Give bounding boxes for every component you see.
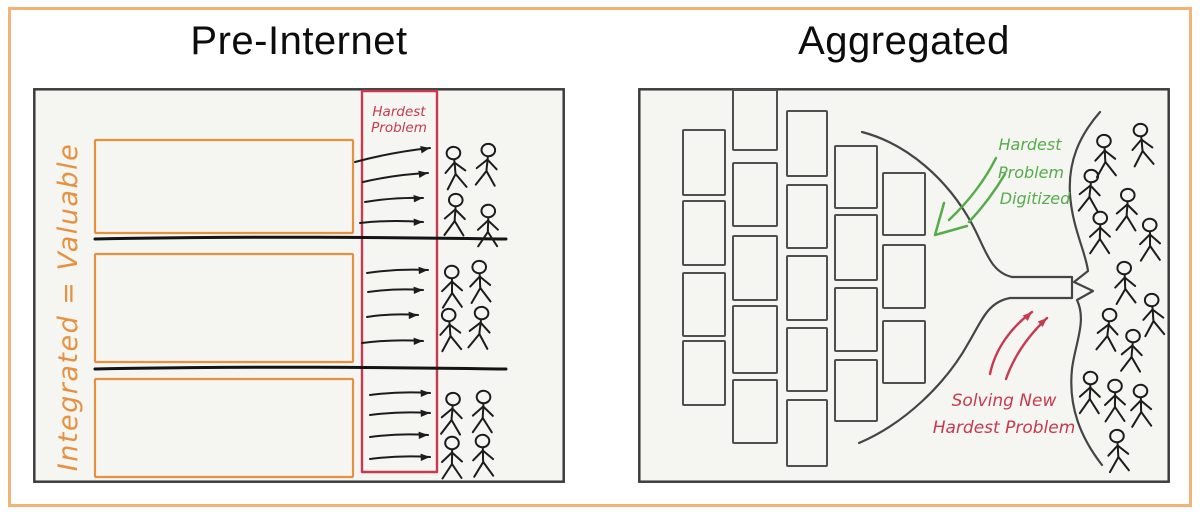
crowd-brace-line: [1068, 110, 1104, 467]
arrowhead-icon: [420, 146, 430, 154]
supplier-box: [786, 399, 828, 467]
supplier-box: [682, 129, 726, 196]
left-panel-title: Pre-Internet: [190, 19, 408, 63]
supplier-box: [882, 172, 926, 236]
right-panel-title: Aggregated: [798, 19, 1010, 63]
supplier-box: [834, 287, 878, 352]
hardest-problem-box: [360, 89, 439, 474]
supplier-box: [732, 235, 778, 301]
supplier-box: [882, 244, 926, 309]
integrated-company-box: [93, 377, 355, 479]
integrated-valuable-label: Integrated = Valuable: [53, 143, 84, 471]
supplier-box: [732, 379, 778, 444]
market-divider-line: [93, 365, 508, 371]
supplier-box: [682, 200, 726, 266]
arrowhead-icon: [413, 218, 423, 226]
arrowhead-icon: [418, 431, 428, 440]
supplier-box: [882, 320, 926, 384]
arrowhead-icon: [418, 266, 428, 275]
arrowhead-icon: [420, 409, 430, 418]
funnel-line: [857, 130, 1074, 445]
pre-internet-panel-border: [33, 88, 565, 483]
solving-label-line1: Solving New: [952, 391, 1057, 411]
arrowhead-icon: [420, 453, 430, 462]
supplier-box: [682, 340, 726, 406]
solving-arrow-icon: [988, 310, 1049, 381]
supplier-box: [834, 359, 878, 422]
integrated-company-box: [93, 252, 355, 364]
market-divider-line: [93, 235, 508, 241]
digitized-label-line1: Hardest: [998, 135, 1062, 154]
pre-internet-panel: Integrated = Valuable Hardest Problem: [33, 88, 565, 483]
supplier-box: [682, 272, 726, 337]
arrowhead-icon: [413, 337, 423, 346]
supplier-box: [786, 327, 828, 392]
hardest-problem-label-line1: Hardest: [372, 104, 426, 120]
supplier-box: [834, 145, 878, 209]
arrowhead-icon: [413, 286, 423, 295]
hardest-problem-label-line2: Problem: [371, 120, 427, 136]
arrowhead-icon: [420, 389, 430, 398]
arrowhead-icon: [418, 170, 428, 178]
digitized-label-line3: Digitized: [1000, 189, 1071, 208]
supplier-box: [786, 110, 828, 177]
solving-label-line2: Hardest Problem: [933, 418, 1076, 438]
integrated-company-box: [93, 138, 355, 235]
supplier-box: [786, 255, 828, 321]
supplier-box: [732, 89, 778, 151]
supplier-box: [732, 162, 778, 227]
supplier-box: [786, 184, 828, 249]
supplier-box: [834, 214, 878, 281]
arrowhead-icon: [413, 194, 423, 203]
outer-frame: [8, 7, 1192, 507]
digitized-label-line2: Problem: [998, 163, 1064, 182]
arrowhead-icon: [408, 311, 418, 320]
digitized-arrow-icon: [933, 156, 1007, 237]
supplier-box: [732, 305, 778, 374]
aggregated-panel: Hardest Problem Digitized Solving New Ha…: [638, 88, 1170, 483]
